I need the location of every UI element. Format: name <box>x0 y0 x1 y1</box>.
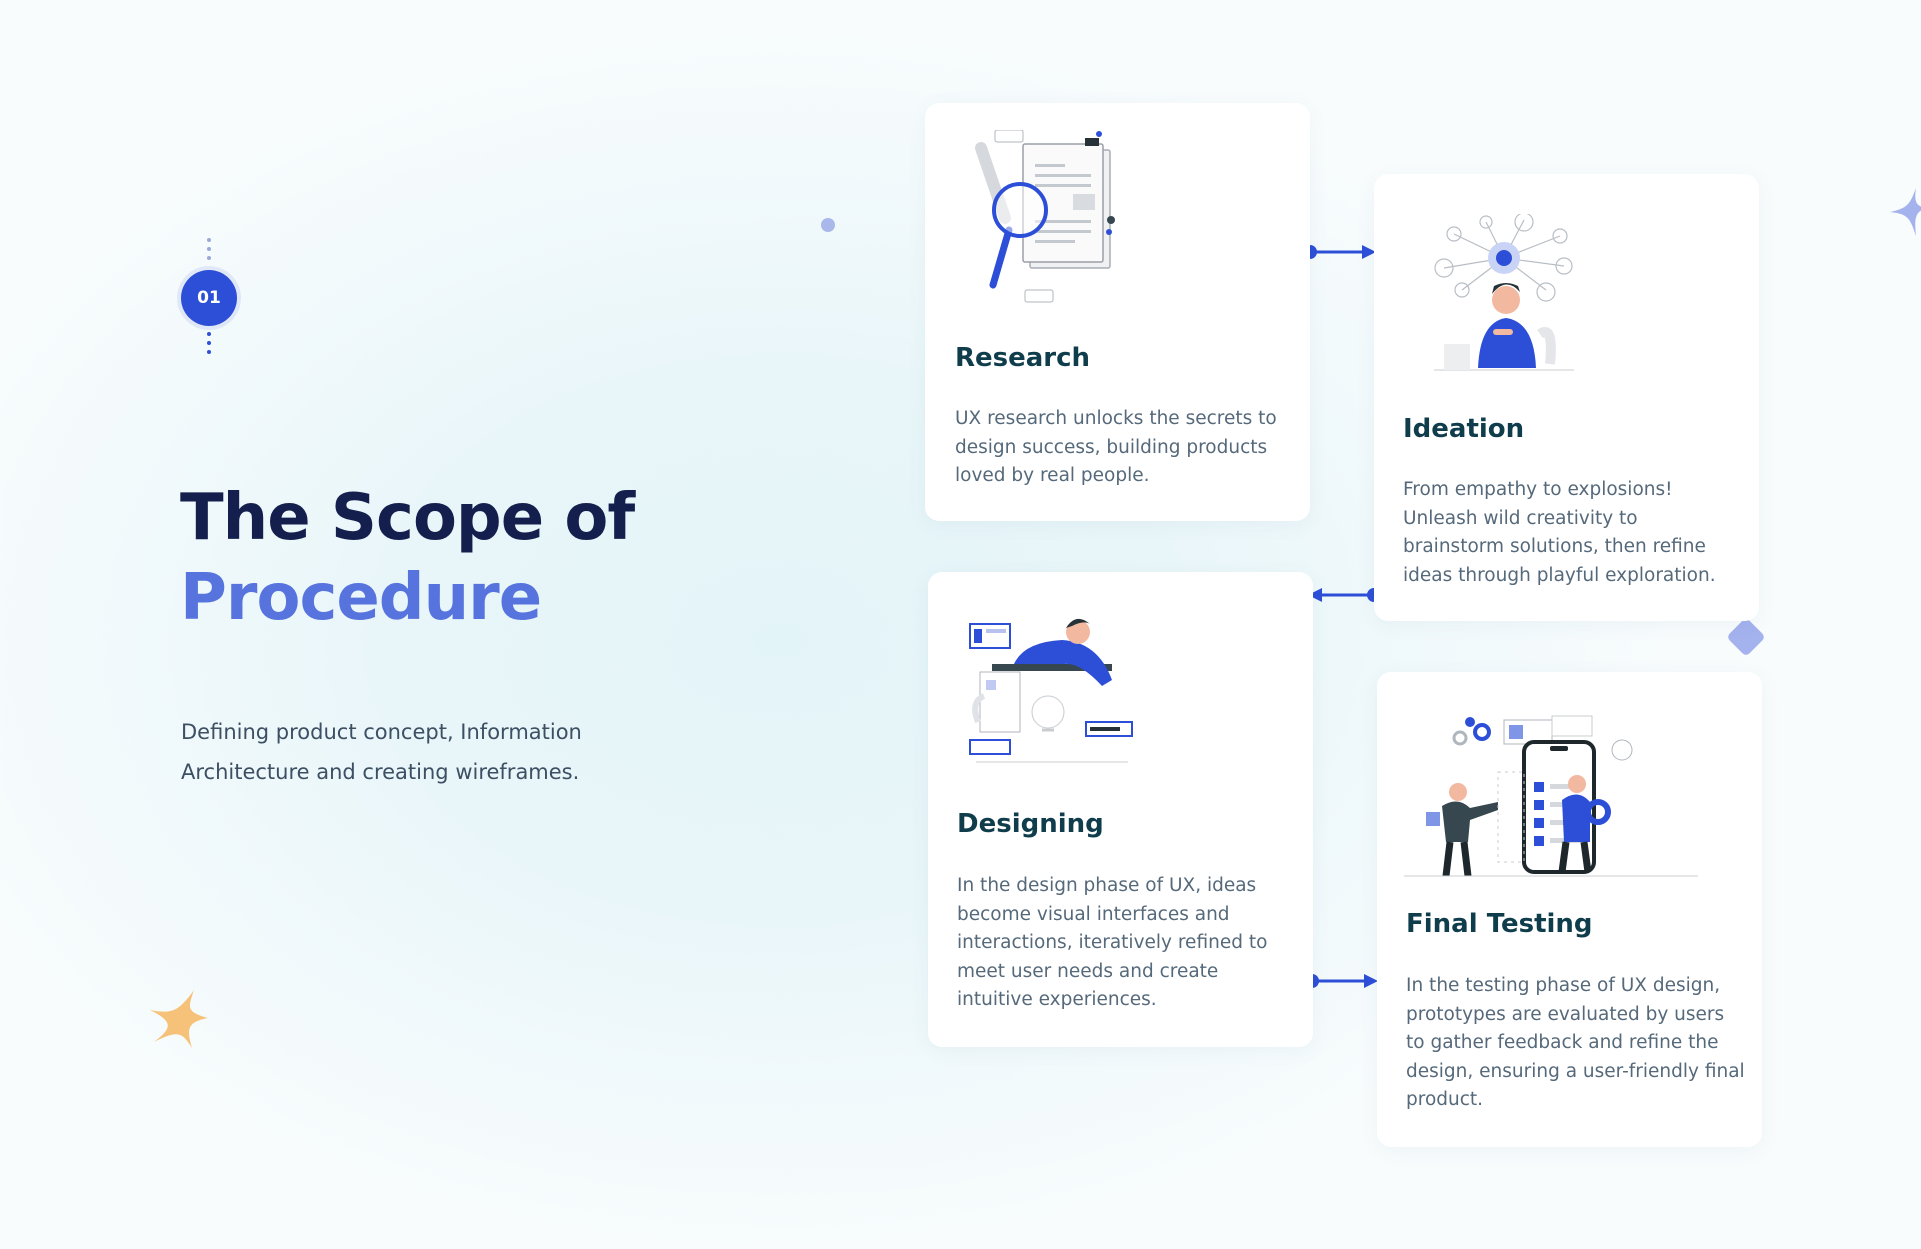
step-description-ideation: From empathy to explosions! Unleash wild… <box>1403 479 1716 586</box>
step-card-research: Research UX research unlocks the secrets… <box>925 103 1310 521</box>
step-title-ideation: Ideation <box>1403 414 1525 444</box>
step-card-final-testing: Final Testing In the testing phase of UX… <box>1377 672 1762 1147</box>
blue-sparkle-icon <box>1890 188 1921 236</box>
step-description-designing: In the design phase of UX, ideas become … <box>957 875 1268 1010</box>
decorative-diamond <box>1726 617 1766 657</box>
connector-research-to-ideation <box>1303 245 1376 259</box>
step-description-final-testing: In the testing phase of UX design, proto… <box>1406 975 1745 1110</box>
research-illustration-icon <box>975 130 1115 303</box>
orange-sparkle-icon <box>150 990 208 1048</box>
testing-illustration-icon <box>1404 715 1698 877</box>
step-number-badge: 01 <box>181 270 237 326</box>
page-title-line-1: The Scope of <box>180 481 635 555</box>
step-title-research: Research <box>955 343 1091 373</box>
designing-illustration-icon <box>969 618 1133 763</box>
step-title-final-testing: Final Testing <box>1406 909 1593 939</box>
connector-designing-to-testing <box>1305 974 1378 988</box>
page-title-line-2: Procedure <box>180 561 542 635</box>
decorative-dot <box>821 218 835 232</box>
step-description-research: UX research unlocks the secrets to desig… <box>955 408 1277 486</box>
step-title-designing: Designing <box>957 809 1104 839</box>
step-card-ideation: Ideation From empathy to explosions! Unl… <box>1374 174 1759 621</box>
ideation-illustration-icon <box>1434 214 1574 371</box>
page-subtitle: Defining product concept, Information Ar… <box>181 720 582 784</box>
page-title: The Scope of Procedure <box>180 478 635 638</box>
connector-ideation-to-designing <box>1308 588 1381 602</box>
step-card-designing: Designing In the design phase of UX, ide… <box>928 572 1313 1047</box>
step-dots-top <box>207 238 211 260</box>
step-dots-bottom <box>207 332 211 354</box>
